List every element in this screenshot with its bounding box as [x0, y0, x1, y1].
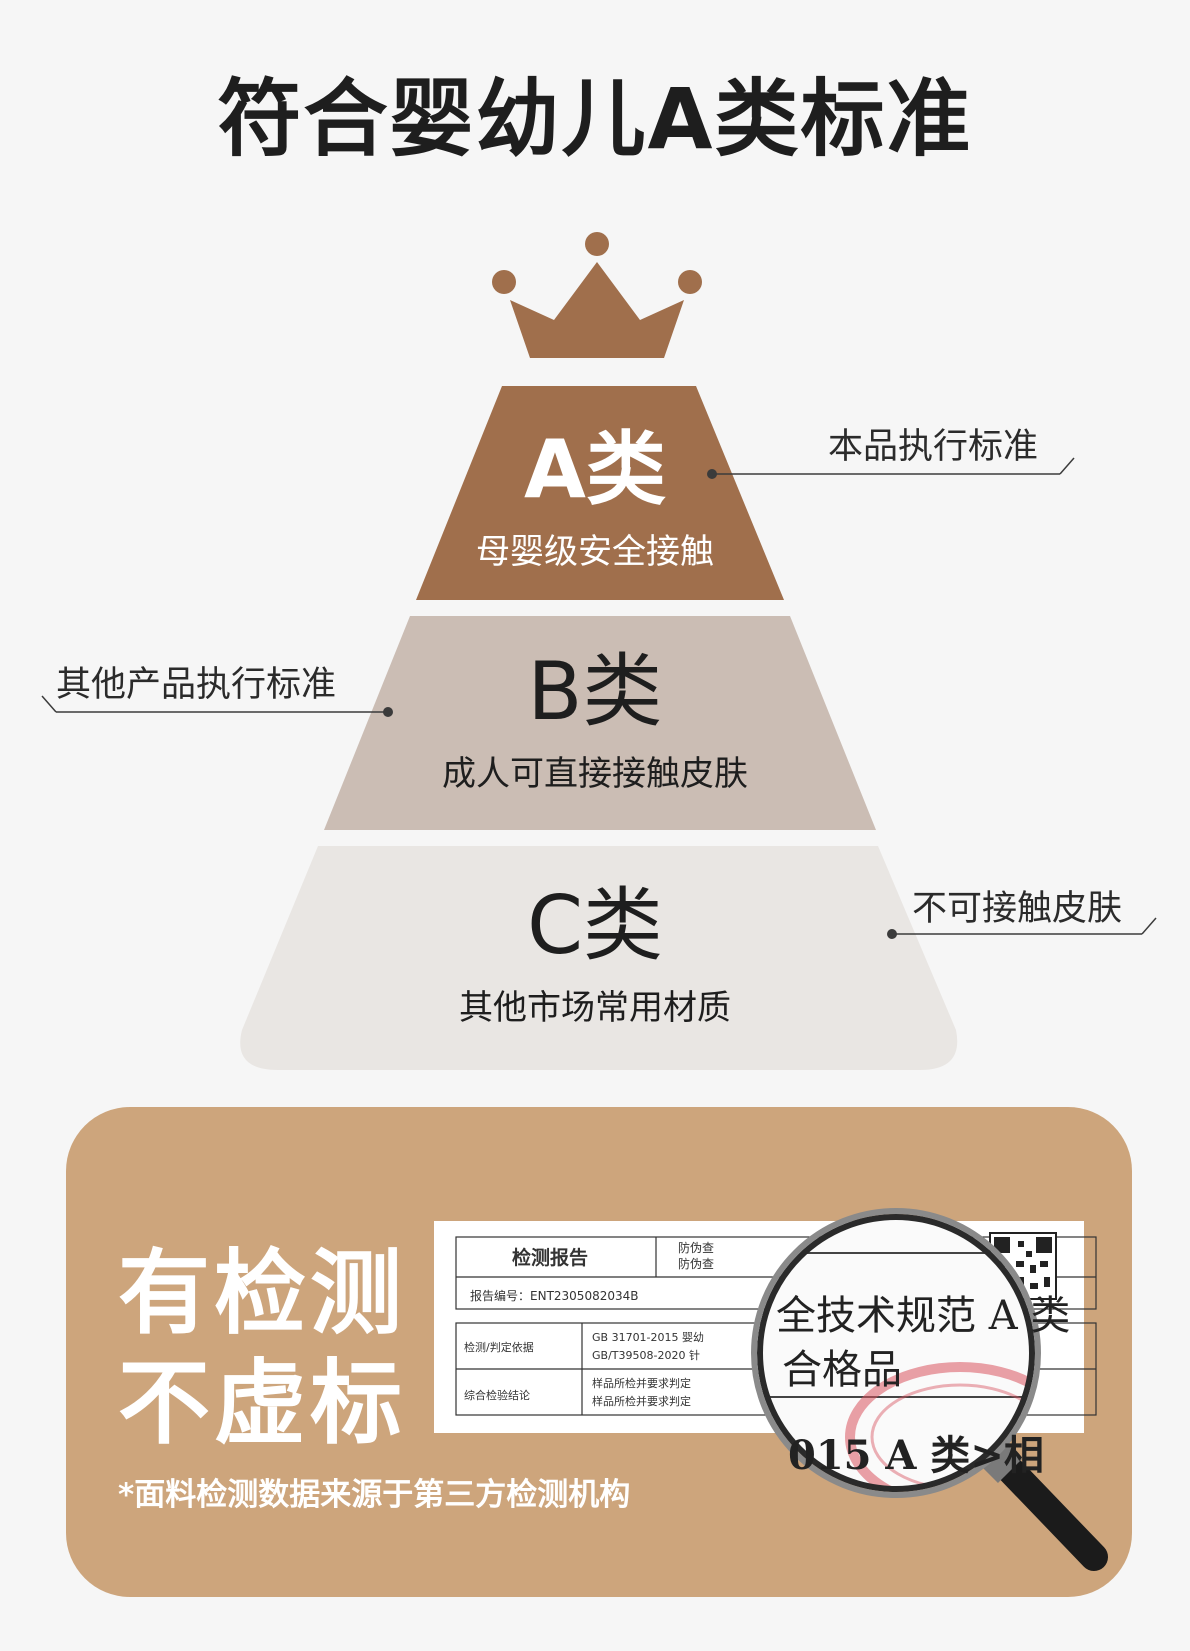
- tier-b-shape: [324, 616, 876, 830]
- report-basis-label: 检测/判定依据: [464, 1341, 534, 1354]
- report-conclusion-label: 综合检验结论: [464, 1389, 530, 1402]
- tier-a-label: 本品执行标准: [828, 427, 1039, 467]
- magnifier-icon: 全技术规范 A 类 合格品 015 A 类>相: [710, 1187, 1120, 1587]
- report-no-label-text: 报告编号：: [470, 1289, 531, 1303]
- magnifier-text-2: 合格品: [782, 1347, 902, 1393]
- report-conclusion-2: 样品所检并要求判定: [592, 1395, 691, 1408]
- callout-a-dot: [707, 469, 717, 479]
- magnifier-text-3: 015 A 类>相: [788, 1432, 1044, 1479]
- test-report-panel: 有检测 不虚标 *面料检测数据来源于第三方检测机构: [66, 1107, 1132, 1597]
- slogan-line-1: 有检测: [118, 1240, 407, 1347]
- slogan-line-2: 不虚标: [118, 1350, 407, 1457]
- pyramid-graphic: [41, 232, 1157, 1070]
- report-heading: 检测报告: [512, 1247, 589, 1269]
- tier-c-shape: [240, 846, 958, 1070]
- tier-c-desc: 其他市场常用材质: [459, 988, 731, 1028]
- report-anti-fake: 防伪查: [678, 1241, 715, 1255]
- page-title: 符合婴幼儿A类标准: [217, 70, 973, 168]
- report-basis-1: GB 31701-2015 婴幼: [592, 1331, 705, 1344]
- report-no-value: ENT2305082034B: [530, 1289, 639, 1303]
- tier-a-shape: [416, 386, 784, 600]
- tier-b-grade: B类: [527, 645, 663, 738]
- crown-icon: [492, 232, 702, 358]
- tier-b: B类 成人可直接接触皮肤: [0, 652, 1190, 795]
- callout-b-dot: [383, 707, 393, 717]
- tier-c-label: 不可接触皮肤: [912, 889, 1123, 929]
- callout-b-line: [41, 695, 388, 713]
- tier-a: A类 母婴级安全接触: [0, 430, 1190, 573]
- callout-c-dot: [887, 929, 897, 939]
- tier-c: C类 其他市场常用材质: [0, 886, 1190, 1029]
- magnifier-text-1: 全技术规范 A 类: [776, 1293, 1071, 1339]
- report-no-label: 报告编号：ENT2305082034B: [470, 1287, 638, 1304]
- tier-a-desc: 母婴级安全接触: [476, 532, 714, 572]
- tier-a-grade: A类: [524, 423, 666, 516]
- source-note: *面料检测数据来源于第三方检测机构: [118, 1477, 631, 1513]
- report-anti-fake-2: 防伪查: [678, 1257, 715, 1271]
- report-basis-2: GB/T39508-2020 针: [592, 1349, 700, 1362]
- callout-c-line: [892, 917, 1157, 935]
- tier-b-label: 其他产品执行标准: [56, 665, 337, 705]
- report-conclusion-1: 样品所检并要求判定: [592, 1377, 691, 1390]
- tier-b-desc: 成人可直接接触皮肤: [442, 754, 748, 794]
- callout-a-line: [712, 457, 1075, 475]
- tier-c-grade: C类: [527, 879, 663, 972]
- magnifier-frame: [751, 1208, 1108, 1571]
